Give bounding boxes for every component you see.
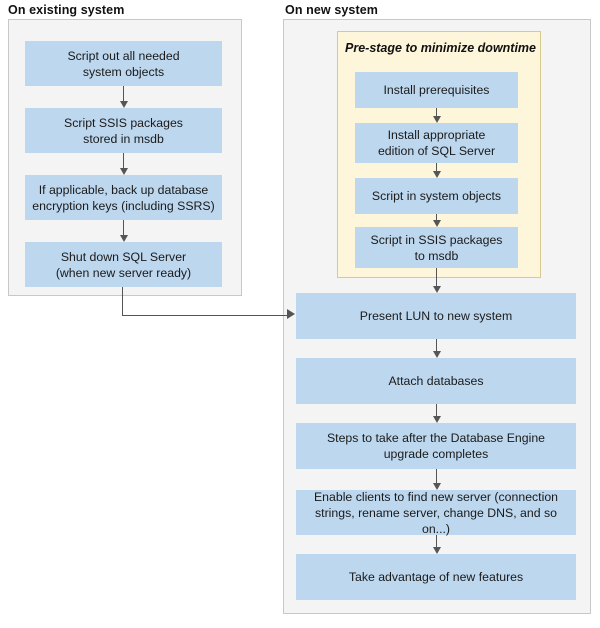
arrow-down-icon <box>431 339 442 358</box>
connector-existing-to-new-vertical <box>122 287 124 316</box>
arrow-down-icon <box>118 220 129 242</box>
arrow-down-icon <box>118 86 129 108</box>
arrow-down-icon <box>118 153 129 175</box>
node-install-prerequisites[interactable]: Install prerequisites <box>355 72 518 108</box>
node-enable-clients-find-server[interactable]: Enable clients to find new server (conne… <box>296 490 576 536</box>
arrow-down-icon <box>431 469 442 490</box>
arrow-down-icon <box>431 268 442 293</box>
arrow-down-icon <box>431 163 442 178</box>
arrow-down-icon <box>431 404 442 423</box>
node-shut-down-sql-server[interactable]: Shut down SQL Server(when new server rea… <box>25 242 222 287</box>
node-attach-databases[interactable]: Attach databases <box>296 358 576 404</box>
arrow-right-icon <box>287 309 295 319</box>
connector-existing-to-new-horizontal <box>122 314 288 316</box>
panel-label-new-system: On new system <box>285 3 378 17</box>
prestage-group-title: Pre-stage to minimize downtime <box>345 41 537 55</box>
arrow-down-icon <box>431 535 442 554</box>
arrow-down-icon <box>431 214 442 227</box>
node-take-advantage-new-features[interactable]: Take advantage of new features <box>296 554 576 600</box>
node-present-lun[interactable]: Present LUN to new system <box>296 293 576 339</box>
panel-label-existing-system: On existing system <box>8 3 125 17</box>
node-script-in-system-objects[interactable]: Script in system objects <box>355 178 518 214</box>
arrow-down-icon <box>431 108 442 123</box>
